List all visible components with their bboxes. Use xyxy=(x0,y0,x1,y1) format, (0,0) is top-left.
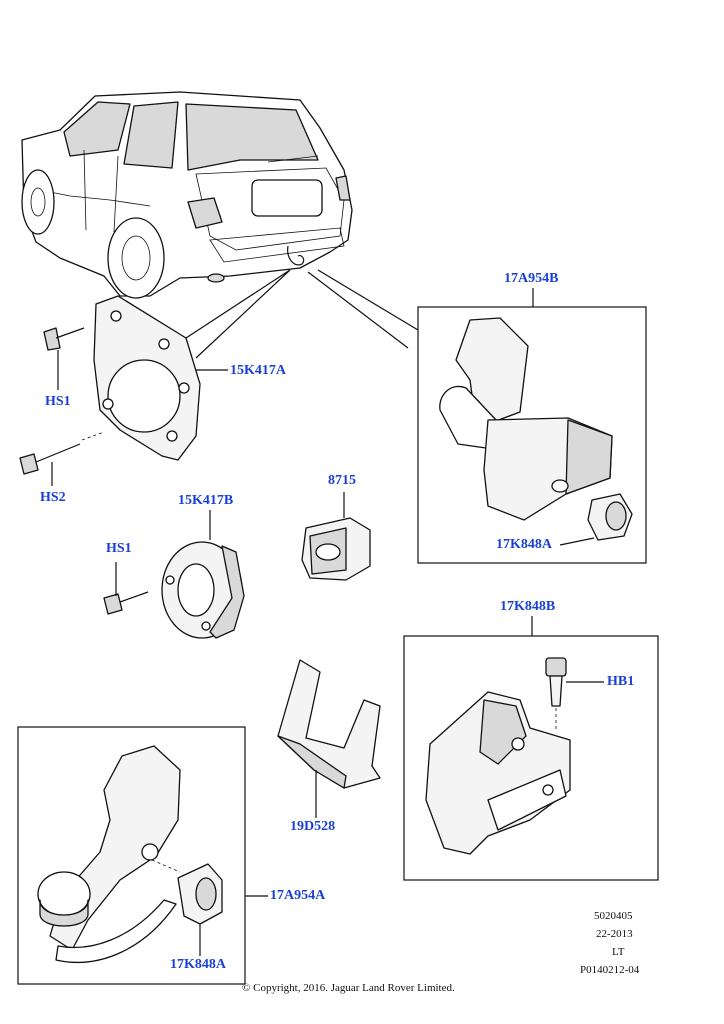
callout-15K417B[interactable]: 15K417B xyxy=(178,493,234,508)
callout-19D528[interactable]: 19D528 xyxy=(290,819,336,834)
callout-HS1-upper[interactable]: HS1 xyxy=(45,394,71,409)
switch-8715 xyxy=(301,492,371,581)
callout-17A954B[interactable]: 17A954B xyxy=(504,271,559,286)
reference-region: LT xyxy=(612,946,625,958)
detail-box-17A954B xyxy=(417,288,647,564)
detail-box-17K848B xyxy=(403,616,659,881)
callout-15K417A[interactable]: 15K417A xyxy=(230,363,286,378)
mounting-plate-15K417A xyxy=(19,295,228,486)
leader-lines xyxy=(185,269,419,359)
callout-17A954A[interactable]: 17A954A xyxy=(270,888,326,903)
reference-code: 5020405 xyxy=(594,910,633,922)
callout-HB1[interactable]: HB1 xyxy=(607,674,635,689)
copyright-notice: © Copyright, 2016. Jaguar Land Rover Lim… xyxy=(242,982,455,994)
callout-17K848B[interactable]: 17K848B xyxy=(500,599,556,614)
callout-8715[interactable]: 8715 xyxy=(328,473,356,488)
spacer-ring-15K417B xyxy=(103,510,245,639)
callout-HS1-lower[interactable]: HS1 xyxy=(106,541,132,556)
callout-17K848A-upper[interactable]: 17K848A xyxy=(496,537,552,552)
reference-date: 22-2013 xyxy=(596,928,633,940)
callout-HS2[interactable]: HS2 xyxy=(40,490,66,505)
callout-17K848A-lower[interactable]: 17K848A xyxy=(170,957,226,972)
illustration-id: P0140212-04 xyxy=(580,964,640,976)
bracket-19D528 xyxy=(277,659,381,818)
vehicle-illustration xyxy=(21,91,353,299)
detail-box-17A954A xyxy=(17,726,268,985)
